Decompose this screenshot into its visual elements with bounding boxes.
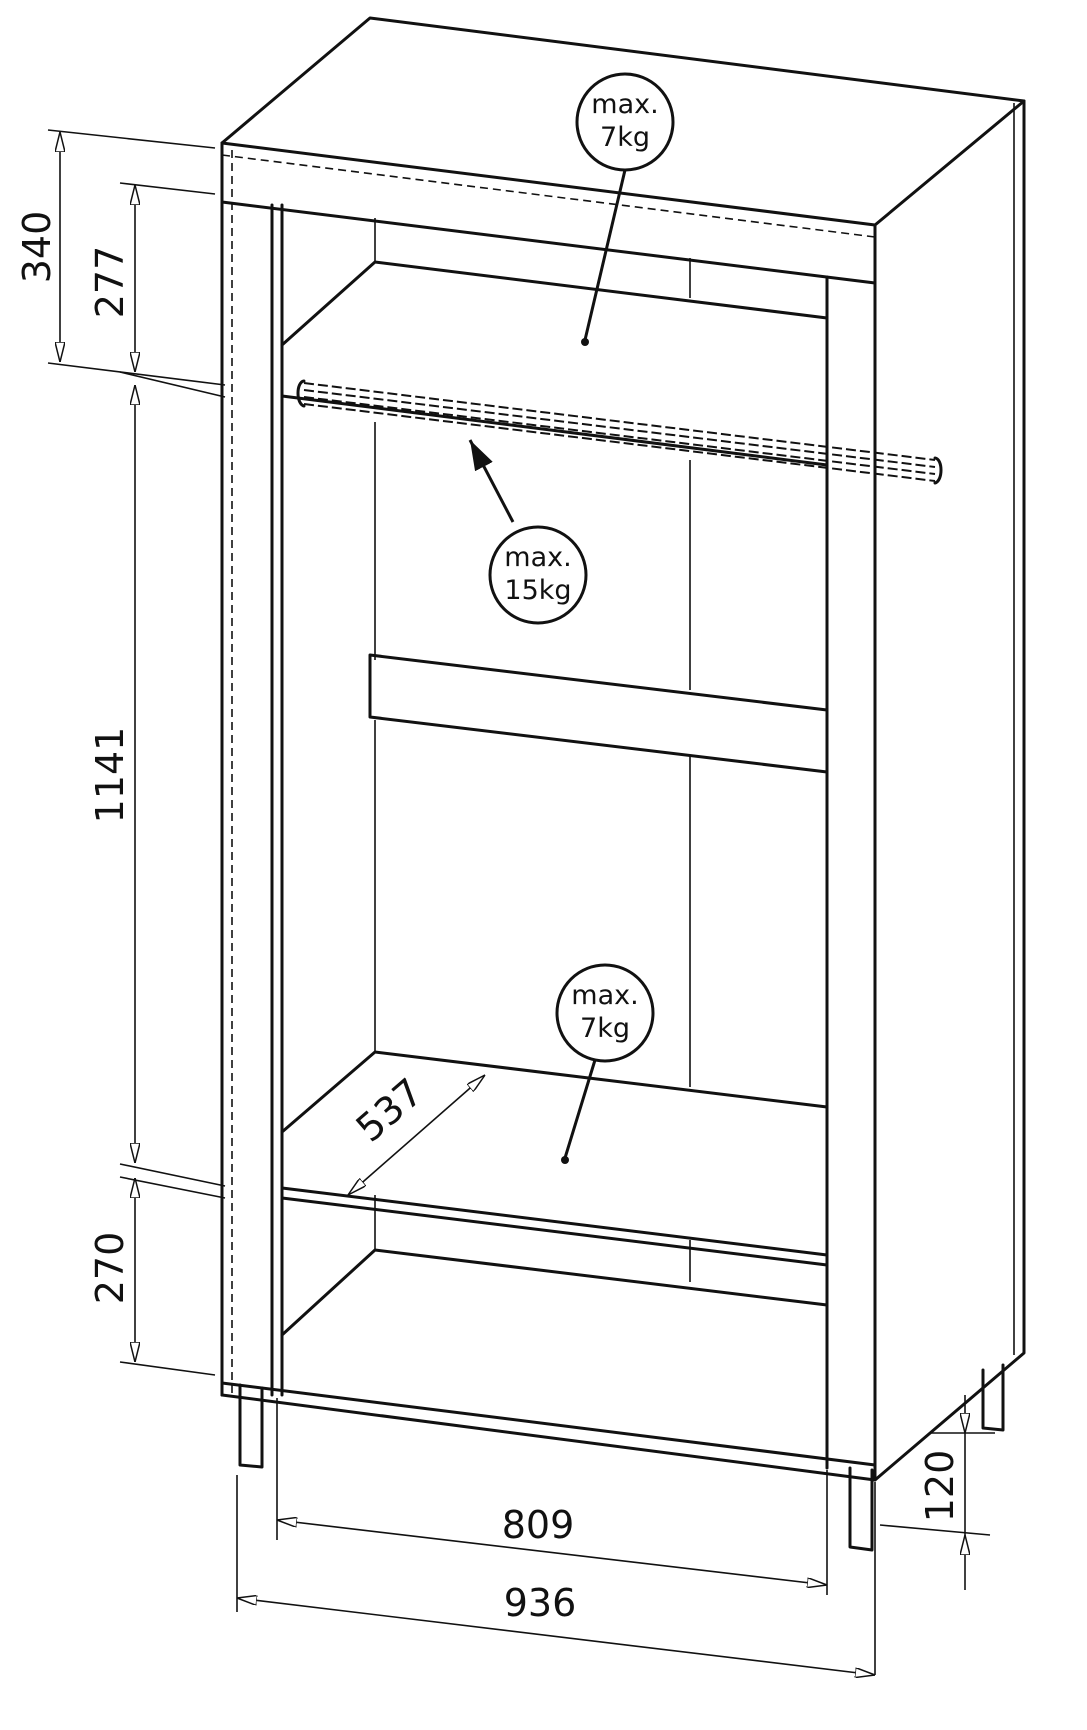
dimension-lines: 340 277 1141 270 537 809 936 120 — [15, 129, 995, 1675]
base-floor — [280, 1248, 829, 1337]
dim-label-340: 340 — [15, 211, 59, 284]
middle-cross-panel — [368, 653, 829, 774]
load-top-line2: 7kg — [600, 122, 650, 153]
dim-label-809: 809 — [502, 1503, 575, 1547]
leg-front-left — [238, 1383, 264, 1469]
top-shelf — [280, 260, 829, 467]
load-label-rail: max. 15kg — [468, 439, 588, 625]
dim-label-936: 936 — [504, 1581, 577, 1625]
bottom-shelf — [280, 1050, 829, 1267]
bottom-plinth-front — [220, 1381, 877, 1482]
load-label-bottom-shelf: max. 7kg — [555, 963, 655, 1164]
dim-label-1141: 1141 — [88, 727, 132, 824]
right-side-panel — [873, 99, 1026, 1482]
load-rail-line1: max. — [504, 542, 571, 573]
dim-line-936 — [237, 1598, 875, 1675]
hanging-rail — [296, 379, 943, 485]
load-bottom-line1: max. — [571, 980, 638, 1011]
load-label-top-shelf: max. 7kg — [575, 72, 675, 346]
load-top-line1: max. — [591, 89, 658, 120]
dim-label-537: 537 — [348, 1070, 432, 1151]
dim-label-270: 270 — [88, 1232, 132, 1305]
load-rail-line2: 15kg — [504, 575, 571, 606]
dim-line-809 — [277, 1520, 827, 1585]
top-edge-hidden-line — [221, 154, 876, 238]
dim-label-120: 120 — [918, 1450, 962, 1523]
dim-line-537 — [348, 1075, 485, 1195]
cabinet-body — [220, 16, 1026, 1482]
dim-label-277: 277 — [88, 246, 132, 319]
leg-back-right — [981, 1363, 1005, 1432]
load-bottom-line2: 7kg — [580, 1013, 630, 1044]
cabinet-legs — [238, 1363, 1005, 1552]
leg-front-right — [848, 1466, 874, 1552]
